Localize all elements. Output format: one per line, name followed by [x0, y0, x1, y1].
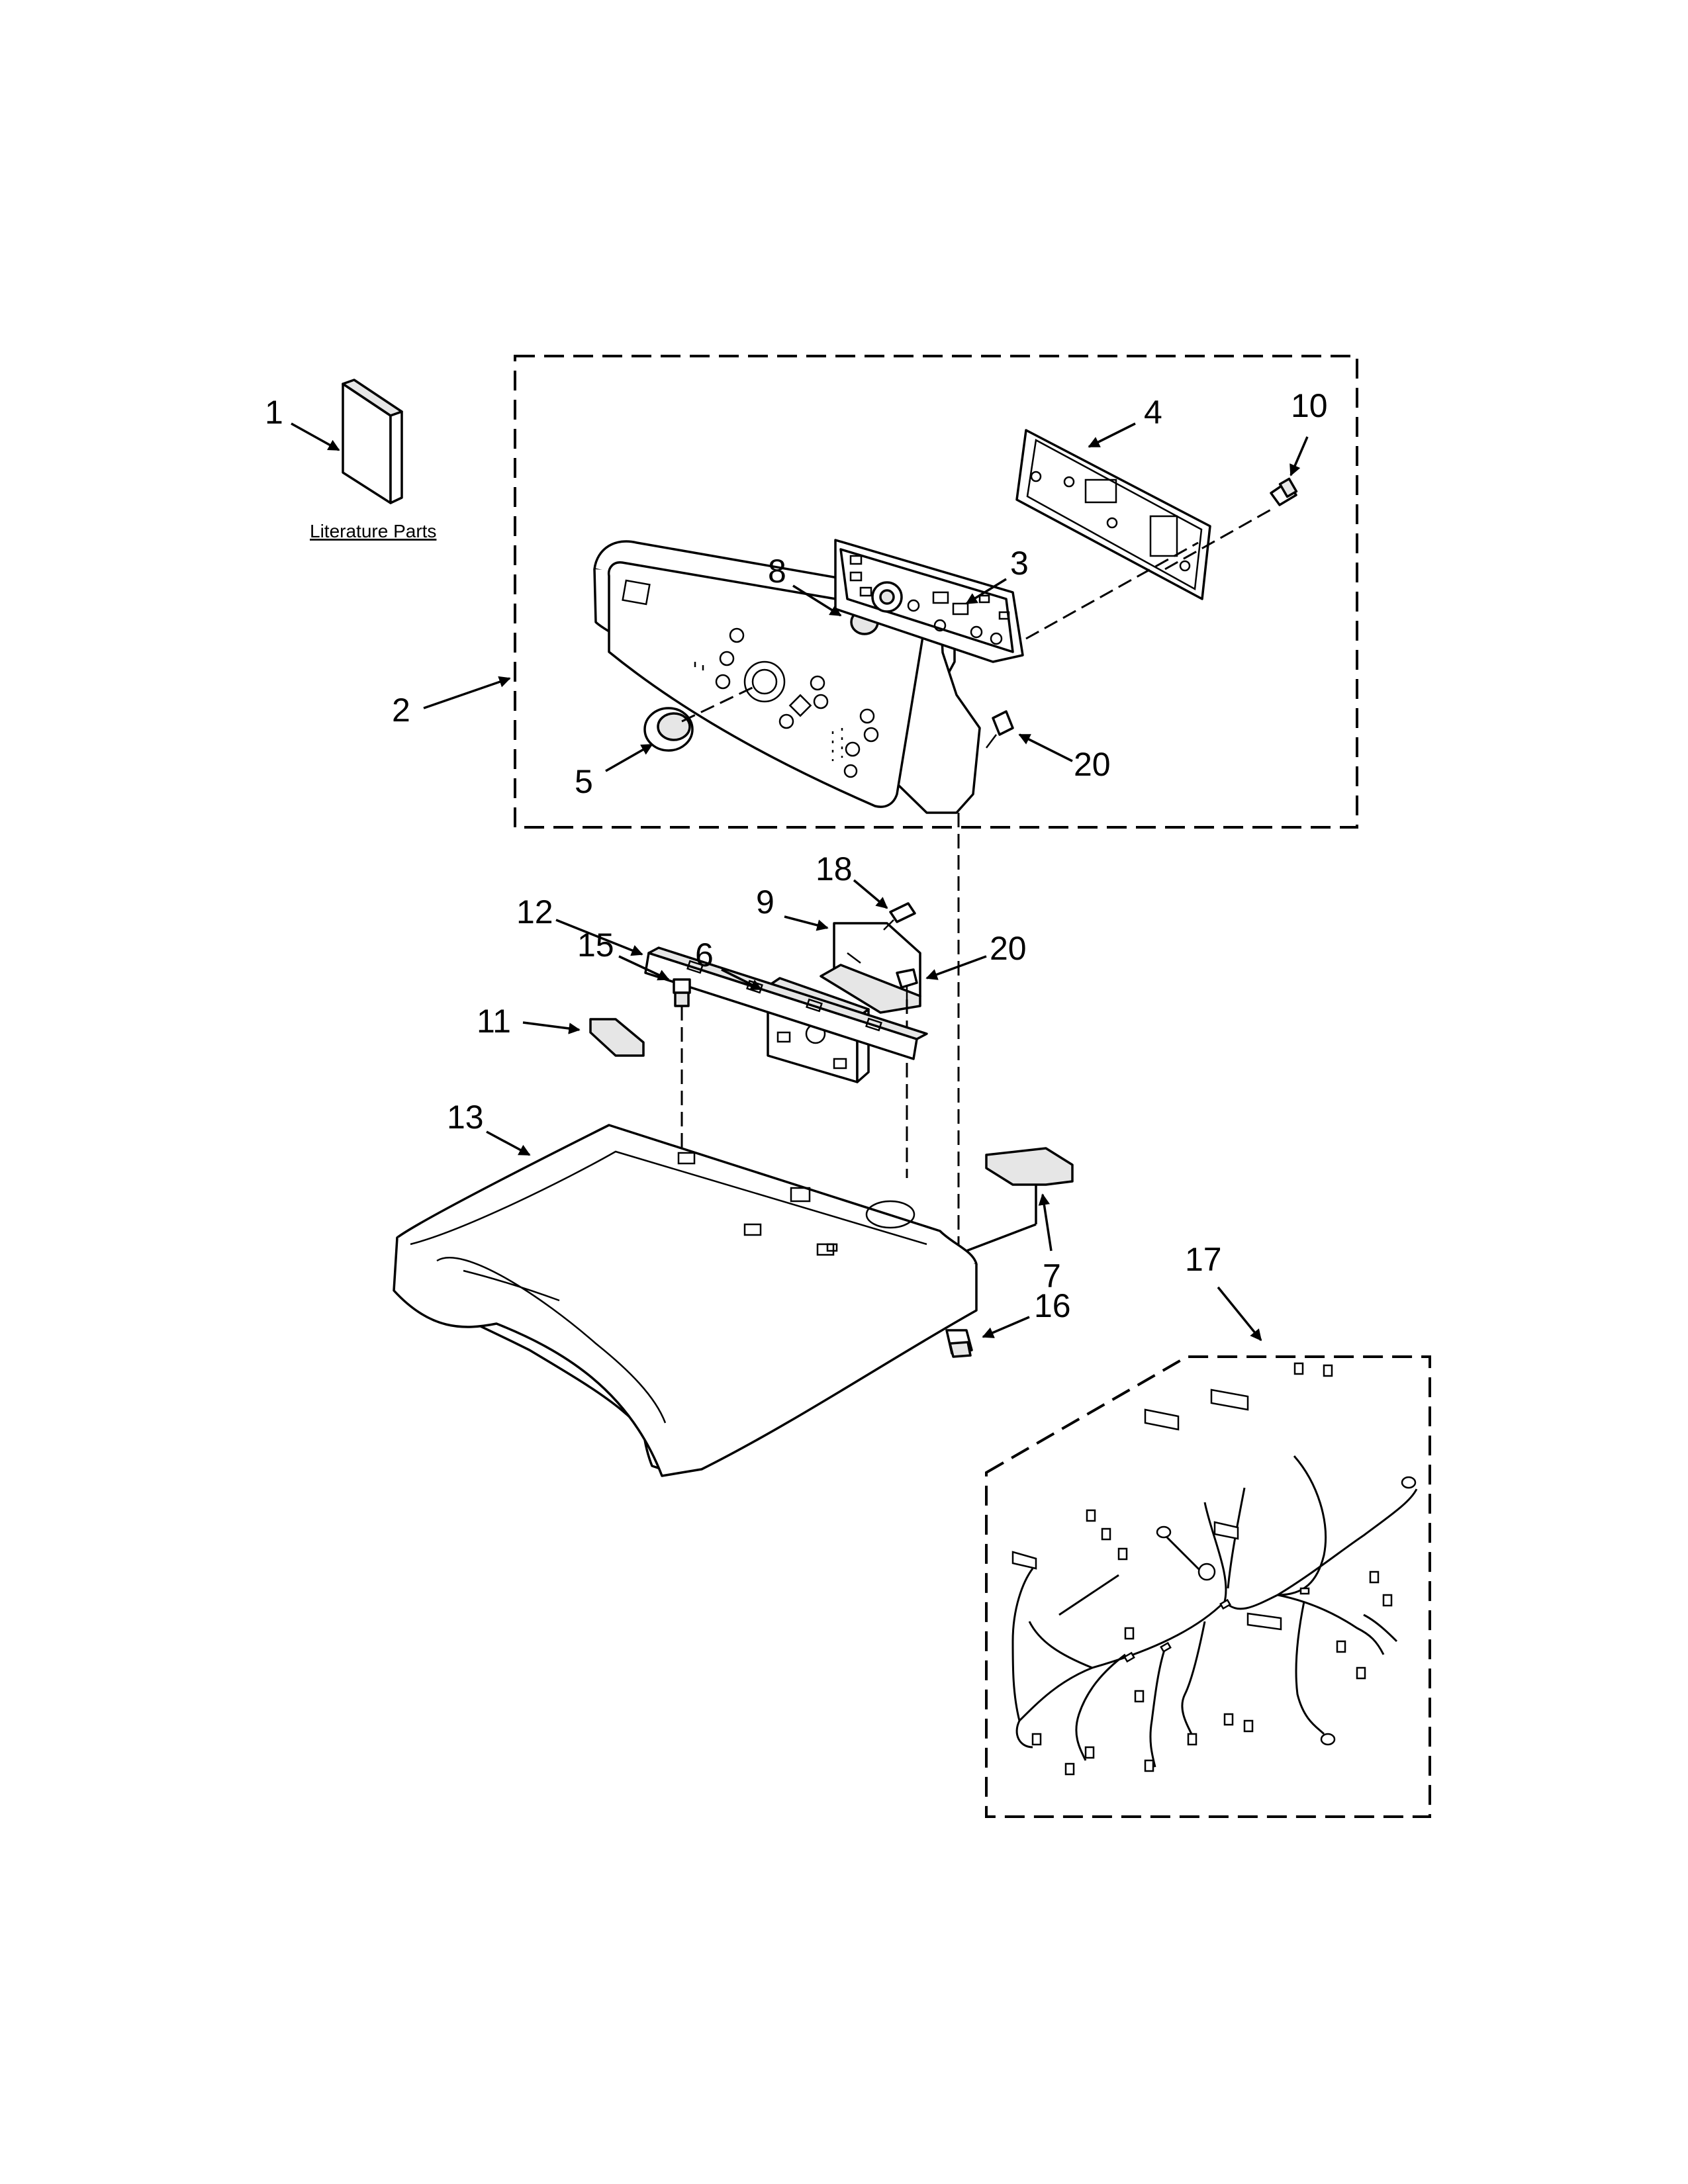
screw-18	[883, 902, 916, 931]
callout-9: 9	[756, 884, 774, 921]
callout-13: 13	[447, 1099, 484, 1136]
leader-8	[792, 584, 842, 617]
board-to-panel-guide	[1025, 541, 1199, 640]
callout-11: 11	[477, 1003, 511, 1040]
callout-20-lower: 20	[990, 930, 1027, 967]
screw-10	[1270, 477, 1298, 506]
callout-4: 4	[1144, 394, 1162, 431]
leader-18	[853, 879, 888, 909]
pad-7-angle-line	[966, 1223, 1037, 1252]
console-assembly-box	[514, 355, 1358, 829]
callout-12: 12	[516, 893, 553, 931]
callout-1: 1	[265, 394, 283, 431]
leader-4	[1088, 422, 1136, 448]
leader-15	[618, 955, 670, 981]
leader-17	[1217, 1286, 1262, 1342]
callout-15: 15	[577, 927, 614, 964]
callout-5: 5	[575, 763, 593, 800]
screw-20-upper	[986, 710, 1014, 749]
dryer-top-panel	[393, 1124, 978, 1477]
leader-1	[291, 422, 340, 451]
callout-6: 6	[695, 936, 714, 974]
bumper-16	[945, 1329, 973, 1358]
callout-8: 8	[768, 553, 786, 590]
callout-18: 18	[816, 850, 853, 887]
literature-parts-label: Literature Parts	[310, 521, 436, 541]
callout-20-upper: 20	[1074, 746, 1111, 783]
console-back-panel	[1015, 429, 1211, 600]
console-panel	[593, 540, 981, 814]
console-end-cap-bar	[644, 946, 928, 1060]
leader-2	[423, 676, 511, 709]
foam-pad-right	[985, 1147, 1074, 1186]
wire-harness	[1011, 1455, 1418, 1768]
foam-pad-left	[589, 1018, 645, 1057]
harness-connectors	[1011, 1362, 1417, 1776]
callout-3: 3	[1010, 545, 1029, 582]
leader-13	[486, 1130, 531, 1156]
leader-12	[555, 919, 643, 956]
callout-17: 17	[1185, 1241, 1222, 1278]
knob-guide-line	[681, 684, 759, 723]
callout-7: 7	[1043, 1257, 1061, 1295]
leader-20-lower	[925, 955, 987, 980]
leader-11	[522, 1021, 581, 1034]
leader-10	[1289, 436, 1309, 477]
control-knob	[643, 707, 694, 752]
user-interface-board	[834, 539, 1024, 663]
leader-20-upper	[1018, 733, 1073, 762]
callout-2: 2	[392, 692, 410, 729]
leader-6	[721, 968, 763, 991]
callout-10: 10	[1291, 387, 1328, 424]
leader-7	[1038, 1193, 1053, 1251]
leader-16	[982, 1316, 1030, 1338]
screw-20-lower	[896, 968, 918, 999]
leader-3	[965, 578, 1007, 605]
leader-9	[784, 915, 829, 931]
screw-15	[673, 978, 691, 1007]
wire-harness-box	[985, 1355, 1431, 1818]
leader-5	[605, 743, 653, 772]
callout-16: 16	[1034, 1287, 1071, 1324]
literature-parts-booklet	[342, 379, 403, 504]
